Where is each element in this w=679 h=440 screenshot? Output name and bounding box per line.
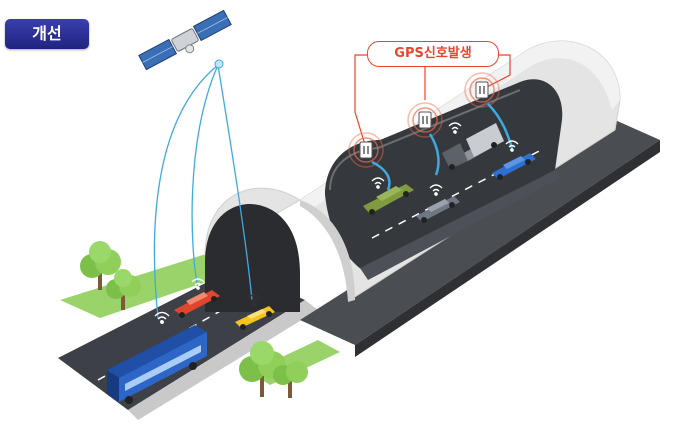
tunnel-base	[300, 120, 660, 345]
satellite-icon	[138, 9, 232, 71]
wifi-icon	[505, 140, 519, 152]
truck-icon	[442, 123, 504, 170]
car-icon	[174, 290, 220, 318]
tunnel-entrance	[205, 204, 300, 312]
signal-line-2	[191, 64, 219, 289]
wifi-icon	[448, 122, 462, 134]
repeater-signal-1	[371, 160, 391, 191]
tunnel-base-edge	[355, 140, 660, 357]
inner-lane-marking	[371, 147, 546, 239]
car-icon	[363, 184, 414, 215]
gps-signal-callout: GPS신호발생	[367, 41, 499, 67]
signal-line-1	[153, 64, 219, 319]
improvement-badge: 개선	[5, 19, 89, 49]
wifi-icon	[247, 294, 261, 306]
repeater-signal-2	[428, 133, 440, 176]
repeater-signal-3	[487, 103, 514, 149]
tree-icon	[273, 361, 308, 398]
wifi-icon	[371, 177, 385, 189]
bus-icon	[107, 325, 207, 404]
satellite-emitter	[214, 59, 224, 69]
wifi-icon	[154, 311, 170, 324]
callout-line-left	[354, 54, 367, 149]
road-edge	[128, 300, 318, 420]
tree-icon	[80, 241, 121, 290]
signal-line-3	[217, 64, 253, 301]
tree-icon	[106, 269, 141, 310]
callout-line-right	[484, 54, 511, 89]
signal-repeater-icon	[407, 102, 443, 138]
wifi-icon	[429, 184, 443, 196]
car-icon	[235, 306, 275, 330]
tunnel-inner-road	[360, 170, 560, 280]
car-icon	[492, 153, 536, 180]
tunnel-front-face	[300, 200, 355, 302]
signal-repeater-icon	[348, 132, 384, 168]
car-icon	[416, 196, 460, 223]
wifi-icon	[191, 278, 205, 290]
signal-repeater-icon	[464, 72, 500, 108]
